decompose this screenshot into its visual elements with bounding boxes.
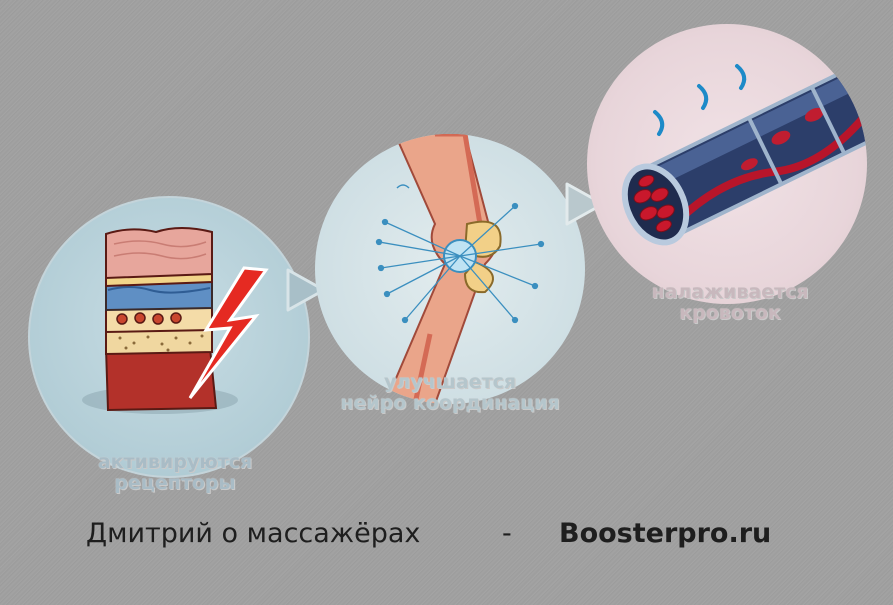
caption-line: нейро координация — [340, 392, 560, 414]
arrow-right-icon — [565, 182, 605, 226]
stage-caption-coordination: улучшается нейро координация — [310, 372, 590, 414]
skin-layers-illustration — [28, 196, 310, 478]
caption-line: улучшается — [383, 371, 517, 393]
blood-vessel-illustration — [587, 24, 867, 304]
caption-line: рецепторы — [114, 472, 236, 494]
caption-line: активируются — [97, 451, 253, 473]
site-link[interactable]: Boosterpro.ru — [559, 518, 772, 549]
stage-caption-receptors: активируются рецепторы — [60, 452, 290, 494]
lightning-icon — [188, 266, 269, 399]
author-name: Дмитрий о массажёрах — [86, 518, 421, 549]
knee-nerves-illustration — [315, 134, 585, 404]
footer-separator: - — [502, 518, 512, 549]
stage-caption-blood-flow: налаживается кровоток — [620, 282, 840, 324]
caption-line: налаживается — [651, 281, 809, 303]
arrow-right-icon — [286, 268, 326, 312]
caption-line: кровоток — [679, 302, 781, 324]
footer: Дмитрий о массажёрах - Boosterpro.ru — [0, 518, 893, 558]
